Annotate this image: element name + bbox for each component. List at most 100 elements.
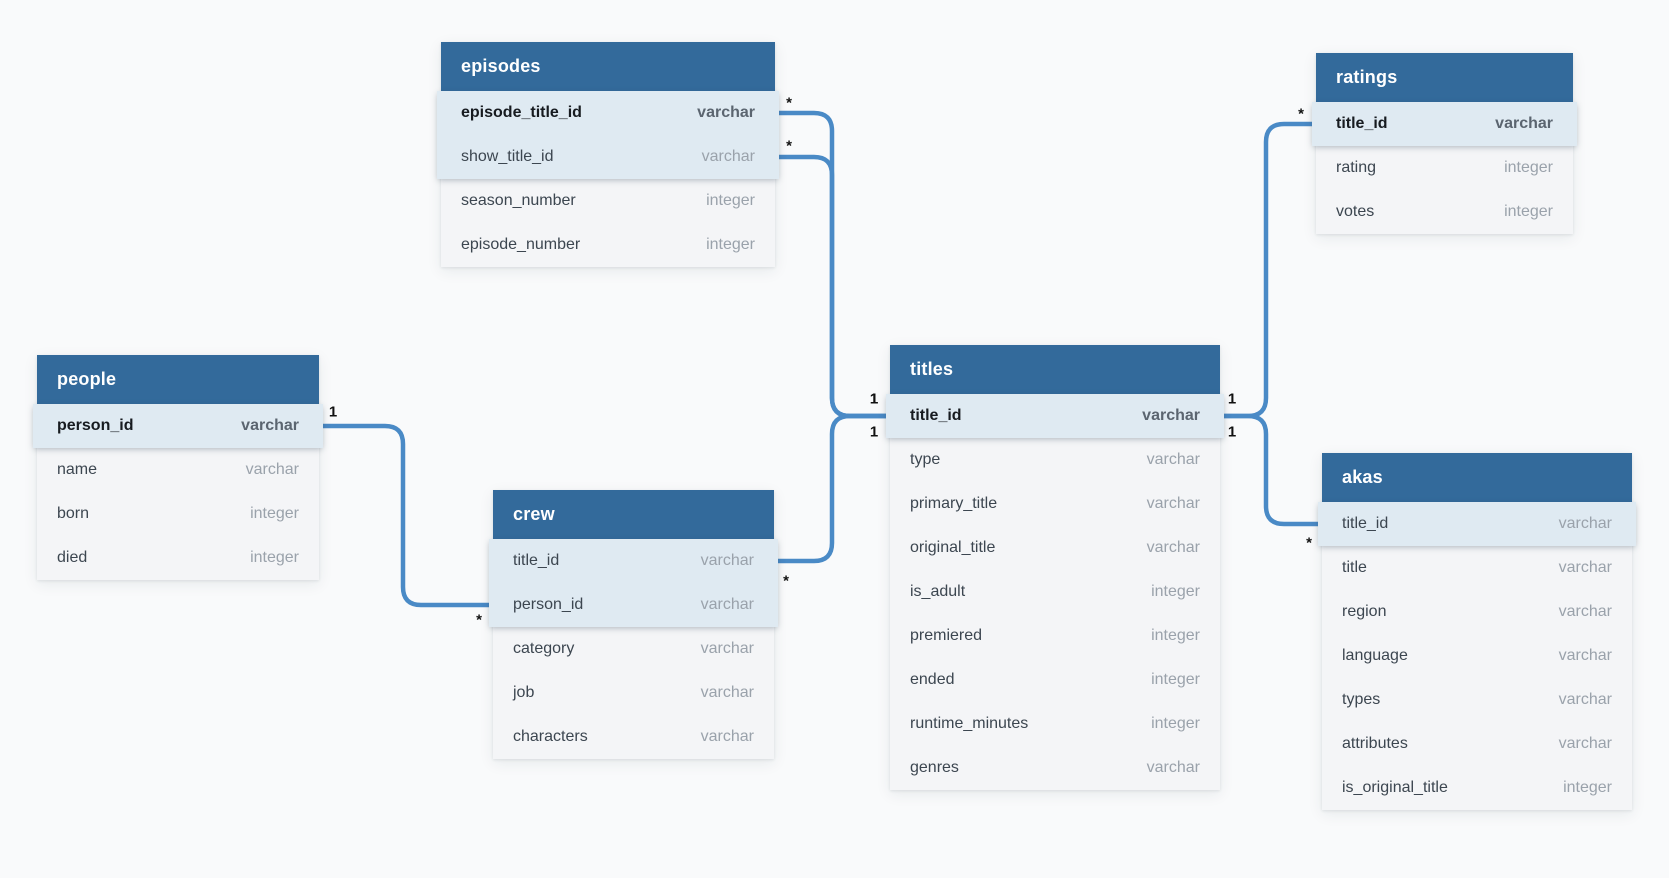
- column-name: language: [1342, 647, 1408, 664]
- column-type: varchar: [700, 684, 754, 701]
- column-name: types: [1342, 691, 1381, 708]
- column-type: integer: [1151, 671, 1200, 688]
- relationship-connector: [1220, 413, 1322, 527]
- column-type: varchar: [241, 417, 299, 434]
- column-type: varchar: [1558, 691, 1612, 708]
- column-name: person_id: [513, 596, 584, 613]
- column-type: varchar: [1495, 115, 1553, 132]
- cardinality-label: 1: [870, 391, 878, 408]
- cardinality-label: *: [783, 573, 789, 590]
- table-header: episodes: [441, 42, 775, 91]
- relationship-connector: [1220, 121, 1316, 419]
- column-type: varchar: [1558, 647, 1612, 664]
- column-name: primary_title: [910, 495, 998, 512]
- cardinality-label: *: [1306, 535, 1312, 552]
- relationship-connector: [319, 421, 493, 610]
- column-row: characters varchar: [493, 715, 774, 759]
- table-header: akas: [1322, 453, 1632, 502]
- column-row: region varchar: [1322, 590, 1632, 634]
- column-name: episode_title_id: [461, 104, 582, 121]
- column-type: varchar: [700, 640, 754, 657]
- column-name: title_id: [1336, 115, 1388, 132]
- column-name: ended: [910, 671, 955, 688]
- column-name: region: [1342, 603, 1387, 620]
- column-type: integer: [706, 236, 755, 253]
- column-row: types varchar: [1322, 678, 1632, 722]
- column-name: category: [513, 640, 575, 657]
- column-name: characters: [513, 728, 588, 745]
- column-type: integer: [1563, 779, 1612, 796]
- column-row: ended integer: [890, 658, 1220, 702]
- column-name: episode_number: [461, 236, 581, 253]
- column-name: name: [57, 461, 98, 478]
- column-name: original_title: [910, 539, 996, 556]
- cardinality-label: *: [1298, 106, 1304, 123]
- column-name: born: [57, 505, 90, 522]
- table-header: crew: [493, 490, 774, 539]
- column-type: varchar: [700, 596, 754, 613]
- column-name: died: [57, 549, 88, 566]
- column-type: varchar: [1142, 407, 1200, 424]
- column-name: votes: [1336, 203, 1375, 220]
- column-type: varchar: [1146, 759, 1200, 776]
- column-type: varchar: [1146, 451, 1200, 468]
- relationship-connector: [774, 413, 890, 564]
- column-row: season_number integer: [441, 179, 775, 223]
- column-row: episode_number integer: [441, 223, 775, 267]
- column-row: title varchar: [1322, 546, 1632, 590]
- column-name: is_original_title: [1342, 779, 1448, 796]
- column-row: title_id varchar: [886, 394, 1224, 438]
- column-name: season_number: [461, 192, 576, 209]
- column-type: varchar: [1558, 603, 1612, 620]
- column-name: job: [513, 684, 535, 701]
- column-name: title_id: [1342, 515, 1389, 532]
- column-row: premiered integer: [890, 614, 1220, 658]
- key-rows-block: title_id varchar: [886, 394, 1224, 438]
- column-type: integer: [1151, 715, 1200, 732]
- column-type: integer: [1151, 627, 1200, 644]
- column-row: name varchar: [37, 448, 319, 492]
- relationship-connector: [775, 154, 890, 419]
- column-type: integer: [706, 192, 755, 209]
- column-row: title_id varchar: [1318, 502, 1636, 546]
- column-name: title_id: [910, 407, 962, 424]
- cardinality-label: 1: [329, 404, 337, 421]
- column-type: varchar: [1558, 515, 1612, 532]
- column-name: title_id: [513, 552, 560, 569]
- cardinality-label: 1: [870, 391, 878, 408]
- column-row: is_original_title integer: [1322, 766, 1632, 810]
- table-header: ratings: [1316, 53, 1573, 102]
- cardinality-label: *: [786, 95, 792, 112]
- cardinality-label: 1: [870, 424, 878, 441]
- key-rows-block: title_id varchar: [1318, 502, 1636, 546]
- column-name: person_id: [57, 417, 134, 434]
- column-name: attributes: [1342, 735, 1408, 752]
- column-type: integer: [1151, 583, 1200, 600]
- column-name: rating: [1336, 159, 1377, 176]
- column-name: title: [1342, 559, 1367, 576]
- column-row: person_id varchar: [489, 583, 778, 627]
- column-type: varchar: [245, 461, 299, 478]
- column-type: varchar: [1558, 559, 1612, 576]
- table-ratings[interactable]: ratings title_id varchar rating integer votes…: [1312, 53, 1577, 234]
- column-type: varchar: [700, 728, 754, 745]
- column-type: integer: [1504, 159, 1553, 176]
- column-name: premiered: [910, 627, 983, 644]
